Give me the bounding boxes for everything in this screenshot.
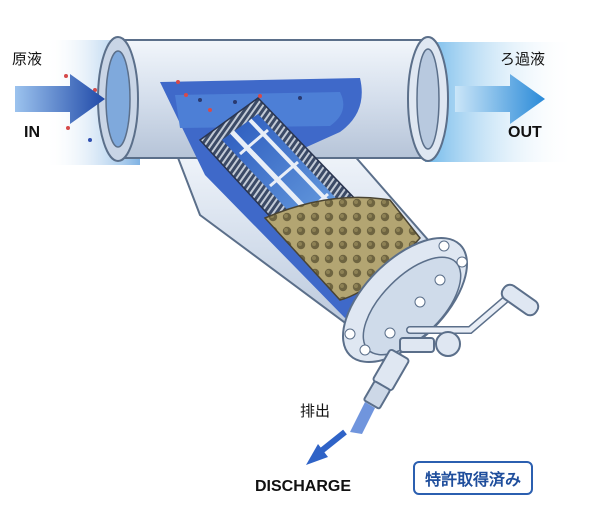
- particles: [64, 74, 302, 142]
- outlet-arrow-icon: [455, 74, 545, 124]
- inlet-label-jp: 原液: [12, 50, 43, 68]
- patent-badge: 特許取得済み: [413, 461, 534, 495]
- discharge-arrow-icon: [306, 429, 347, 465]
- inlet-label-en: IN: [24, 124, 40, 141]
- drain-label-en: DISCHARGE: [255, 478, 352, 495]
- inlet-arrow-icon: [15, 74, 105, 124]
- drain-valve: [350, 349, 410, 434]
- outlet-label-en: OUT: [508, 124, 542, 141]
- outlet-label-jp: ろ過液: [500, 50, 546, 68]
- bottom-flange: [342, 237, 468, 363]
- crank-handle: [399, 283, 540, 357]
- drain-label-jp: 排出: [300, 402, 331, 420]
